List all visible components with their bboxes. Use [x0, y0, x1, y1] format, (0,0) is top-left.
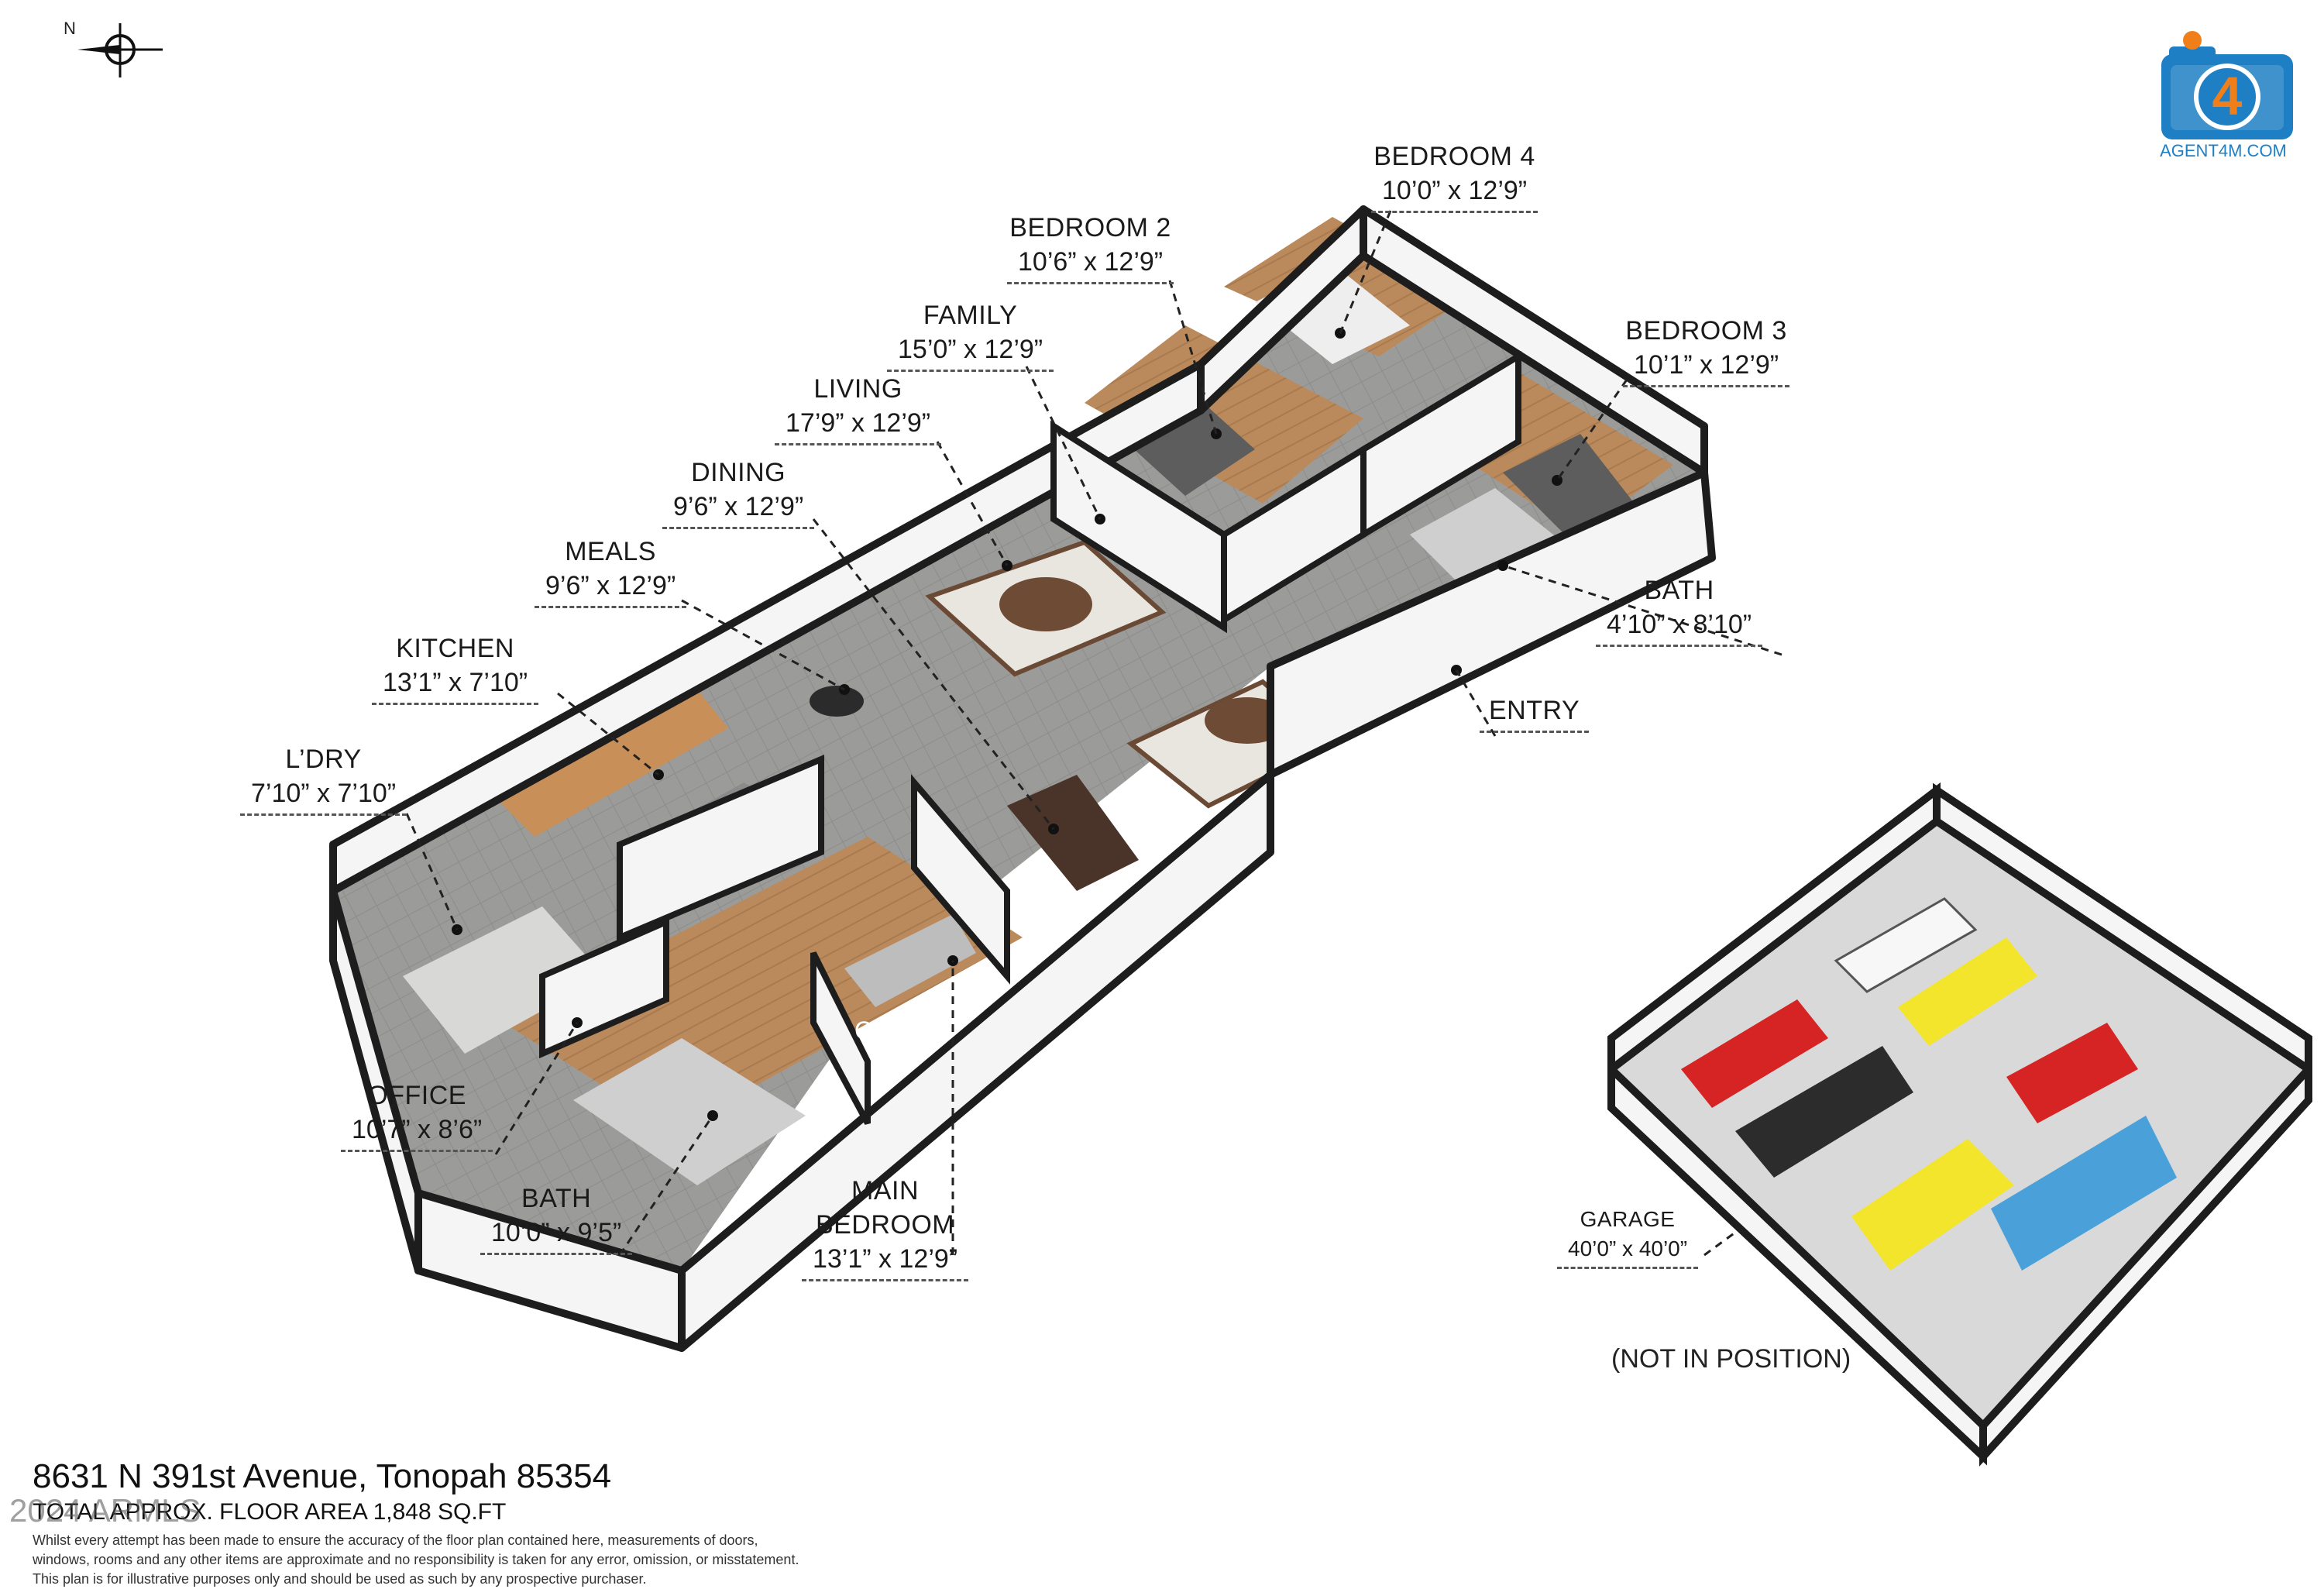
- disclaimer-line: This plan is for illustrative purposes o…: [33, 1571, 647, 1587]
- room-dimensions: 15’0” x 12’9”: [887, 332, 1054, 372]
- laundry-floor: [403, 906, 604, 1054]
- garage: [1607, 782, 2312, 1467]
- label-bath-main: BATH 10’0” x 9’5”: [480, 1181, 633, 1255]
- disclaimer: Whilst every attempt has been made to en…: [33, 1531, 1040, 1589]
- label-meals: MEALS 9’6” x 12’9”: [535, 535, 687, 608]
- watermark: 2024 ARMLS: [9, 1492, 201, 1529]
- interior-walls: [539, 350, 1521, 1125]
- disclaimer-line: windows, rooms and any other items are a…: [33, 1552, 799, 1567]
- room-dimensions: 9’6” x 12’9”: [662, 490, 815, 529]
- dining-table: [1007, 775, 1139, 891]
- compass-icon: [77, 23, 163, 77]
- total-floor-area: TOTAL APPROX. FLOOR AREA 1,848 SQ.FT: [33, 1499, 507, 1525]
- svg-text:4: 4: [2212, 66, 2243, 126]
- room-dimensions: 40’0” x 40’0”: [1557, 1234, 1699, 1269]
- room-name: OFFICE: [367, 1081, 466, 1110]
- room-dimensions: 10’0” x 12’9”: [1371, 174, 1538, 213]
- room-name: ENTRY: [1480, 693, 1590, 733]
- disclaimer-line: Whilst every attempt has been made to en…: [33, 1532, 758, 1548]
- label-bedroom3: BEDROOM 3 10’1” x 12’9”: [1623, 314, 1790, 387]
- north-compass: N: [62, 15, 170, 85]
- garage-cars: [1681, 897, 2177, 1271]
- logo-domain: AGENT4M.COM: [2160, 141, 2287, 160]
- room-name: BEDROOM 4: [1373, 142, 1535, 171]
- label-living: LIVING 17’9” x 12’9”: [775, 372, 942, 445]
- room-name: BATH: [1644, 576, 1714, 605]
- footer: 8631 N 391st Avenue, Tonopah 85354 TOTAL…: [9, 1457, 1040, 1589]
- room-name: MEALS: [565, 537, 656, 566]
- room-dimensions: 13’1” x 7’10”: [372, 666, 539, 705]
- camera-4-logo-icon: 4: [2161, 31, 2293, 139]
- label-main-bedroom: MAIN BEDROOM 13’1” x 12’9”: [802, 1174, 969, 1281]
- label-bedroom4: BEDROOM 4 10’0” x 12’9”: [1371, 139, 1538, 213]
- label-family: FAMILY 15’0” x 12’9”: [887, 298, 1054, 372]
- compass-north-letter: N: [64, 19, 76, 38]
- label-garage: GARAGE 40’0” x 40’0”: [1557, 1205, 1699, 1269]
- label-kitchen: KITCHEN 13’1” x 7’10”: [372, 631, 539, 705]
- agent4m-logo: 4 AGENT4M.COM: [2146, 23, 2301, 163]
- leader-lines: [405, 210, 1906, 1257]
- room-name: BEDROOM 2: [1009, 213, 1171, 242]
- bedroom2-floor: [1085, 325, 1363, 504]
- label-office: OFFICE 10’7” x 8’6”: [341, 1078, 493, 1152]
- room-name: LIVING: [813, 374, 902, 404]
- room-dimensions: 7’10” x 7’10”: [240, 776, 407, 816]
- room-name: BEDROOM 3: [1625, 316, 1787, 346]
- room-dimensions: 10’1” x 12’9”: [1623, 348, 1790, 387]
- room-name: KITCHEN: [396, 634, 514, 663]
- room-name: L’DRY: [285, 745, 362, 774]
- room-name: BATH: [521, 1184, 592, 1213]
- house-walls: [329, 205, 1716, 1352]
- label-bath-east: BATH 4’10” x 8’10”: [1596, 573, 1763, 647]
- bath-east-floor: [1410, 488, 1573, 604]
- room-dimensions: 10’6” x 12’9”: [1007, 245, 1174, 284]
- main-bedroom-floor: [504, 837, 1023, 1131]
- room-dimensions: 13’1” x 12’9”: [802, 1242, 969, 1281]
- label-laundry: L’DRY 7’10” x 7’10”: [240, 742, 407, 816]
- label-entry: ENTRY: [1480, 693, 1590, 733]
- room-dimensions: 9’6” x 12’9”: [535, 569, 687, 608]
- room-dimensions: 4’10” x 8’10”: [1596, 607, 1763, 647]
- bath-main-floor: [573, 1038, 806, 1185]
- property-address: 8631 N 391st Avenue, Tonopah 85354: [33, 1457, 612, 1495]
- room-dimensions: 17’9” x 12’9”: [775, 406, 942, 445]
- room-dimensions: 10’0” x 9’5”: [480, 1216, 633, 1255]
- room-name: GARAGE: [1580, 1207, 1676, 1231]
- closet-label: CL: [854, 1016, 886, 1044]
- room-name: FAMILY: [923, 301, 1018, 330]
- room-dimensions: 10’7” x 8’6”: [341, 1113, 493, 1152]
- garage-note: (NOT IN POSITION): [1611, 1344, 1851, 1374]
- label-bedroom2: BEDROOM 2 10’6” x 12’9”: [1007, 211, 1174, 284]
- meals-table: [810, 686, 864, 717]
- room-name: MAIN BEDROOM: [815, 1176, 955, 1240]
- label-dining: DINING 9’6” x 12’9”: [662, 456, 815, 529]
- room-name: DINING: [691, 458, 786, 487]
